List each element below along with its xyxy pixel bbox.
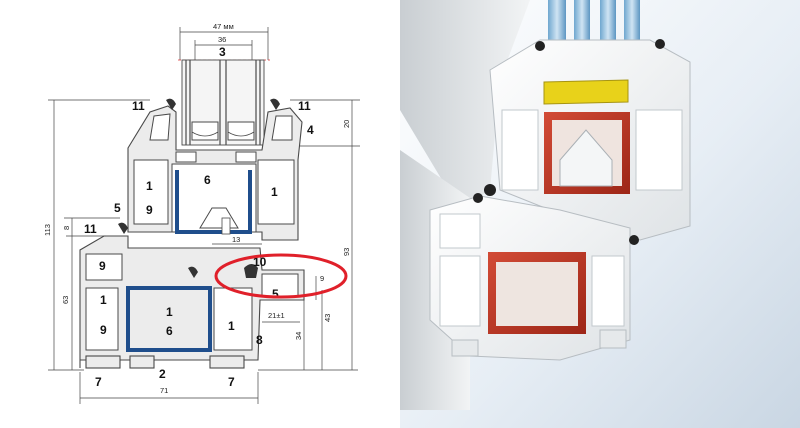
dim-8: 8 — [62, 226, 71, 230]
reinforcement-lower — [126, 286, 212, 352]
label-11-left: 11 — [84, 222, 97, 236]
label-1-frame-right: 1 — [228, 319, 235, 333]
label-2: 2 — [159, 367, 166, 381]
label-1-upper-right: 1 — [271, 185, 278, 199]
label-1-frame-left: 1 — [100, 293, 107, 307]
bottom-dimension: 71 — [79, 372, 259, 404]
dim-93: 93 — [342, 248, 351, 256]
label-6-upper: 6 — [204, 173, 211, 187]
dim-13: 13 — [232, 235, 240, 244]
dim-9: 9 — [320, 274, 324, 283]
label-8: 8 — [256, 333, 263, 347]
reinforcement-upper — [175, 170, 252, 234]
dim-36: 36 — [218, 35, 226, 44]
label-10: 10 — [253, 255, 267, 269]
label-5-left: 5 — [114, 201, 121, 215]
dim-21: 21±1 — [268, 311, 285, 320]
sash-render — [400, 0, 691, 241]
top-dimensions: 47 мм 36 — [178, 22, 270, 61]
profile-render — [400, 0, 800, 428]
label-5-right: 5 — [272, 287, 279, 301]
label-9-upper-left: 9 — [146, 203, 153, 217]
glazing-unit: 3 — [181, 45, 265, 146]
technical-drawing: 47 мм 36 3 — [43, 22, 360, 404]
label-11-top-right: 11 — [298, 99, 311, 113]
label-11-top-left: 11 — [132, 99, 145, 113]
label-4: 4 — [307, 123, 314, 137]
label-9-frame-left: 9 — [100, 323, 107, 337]
label-9-frame-top: 9 — [99, 259, 106, 273]
dim-63: 63 — [61, 296, 70, 304]
label-1-frame-center: 1 — [166, 305, 173, 319]
label-3: 3 — [219, 45, 226, 59]
dim-113: 113 — [43, 224, 52, 236]
label-1-upper-left: 1 — [146, 179, 153, 193]
highlight-ellipse — [214, 253, 348, 299]
left-dimensions: 113 63 8 — [43, 99, 150, 371]
label-7-left: 7 — [95, 375, 102, 389]
frame-render — [400, 150, 639, 410]
dim-47: 47 мм — [213, 22, 234, 31]
label-7-right: 7 — [228, 375, 235, 389]
frame-profile — [79, 222, 305, 369]
sash-profile — [127, 98, 303, 241]
right-dimensions: 20 93 13 9 21±1 34 43 — [212, 99, 360, 371]
dim-43: 43 — [323, 314, 332, 322]
dim-34: 34 — [294, 332, 303, 340]
part-labels: 11 11 4 6 1 9 1 5 11 9 1 9 1 6 1 8 7 2 7… — [84, 99, 314, 389]
label-6-frame-center: 6 — [166, 324, 173, 338]
dim-71: 71 — [160, 386, 168, 395]
dim-20: 20 — [342, 120, 351, 128]
